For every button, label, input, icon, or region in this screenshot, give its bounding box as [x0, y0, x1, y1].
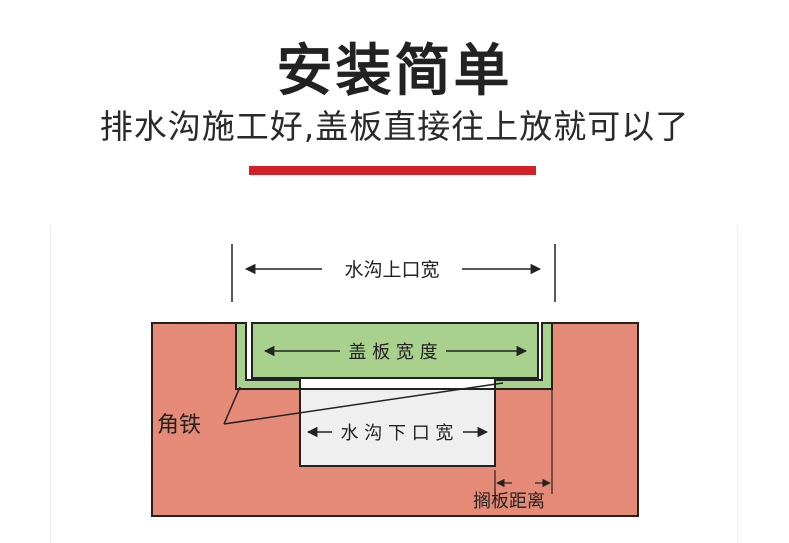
frame-edge-left — [50, 226, 51, 543]
gap-label: 搁板距离 — [473, 491, 545, 512]
angle-iron-leader-left — [223, 386, 241, 425]
frame-edge-right — [737, 226, 738, 543]
channel-bottom — [299, 388, 496, 467]
top-width-label: 水沟上口宽 — [344, 259, 439, 281]
page-title: 安装简单 — [276, 39, 513, 104]
cover-width-label: 盖 板 宽 度 — [348, 342, 437, 363]
angle-iron-right — [494, 322, 553, 390]
bottom-width-label: 水 沟 下 口 宽 — [341, 423, 454, 444]
angle-iron-label: 角铁 — [157, 413, 201, 438]
angle-iron-left — [235, 322, 301, 390]
angle-iron-leader-right — [223, 382, 504, 425]
page-subtitle: 排水沟施工好,盖板直接往上放就可以了 — [99, 107, 690, 146]
accent-bar — [249, 166, 536, 175]
